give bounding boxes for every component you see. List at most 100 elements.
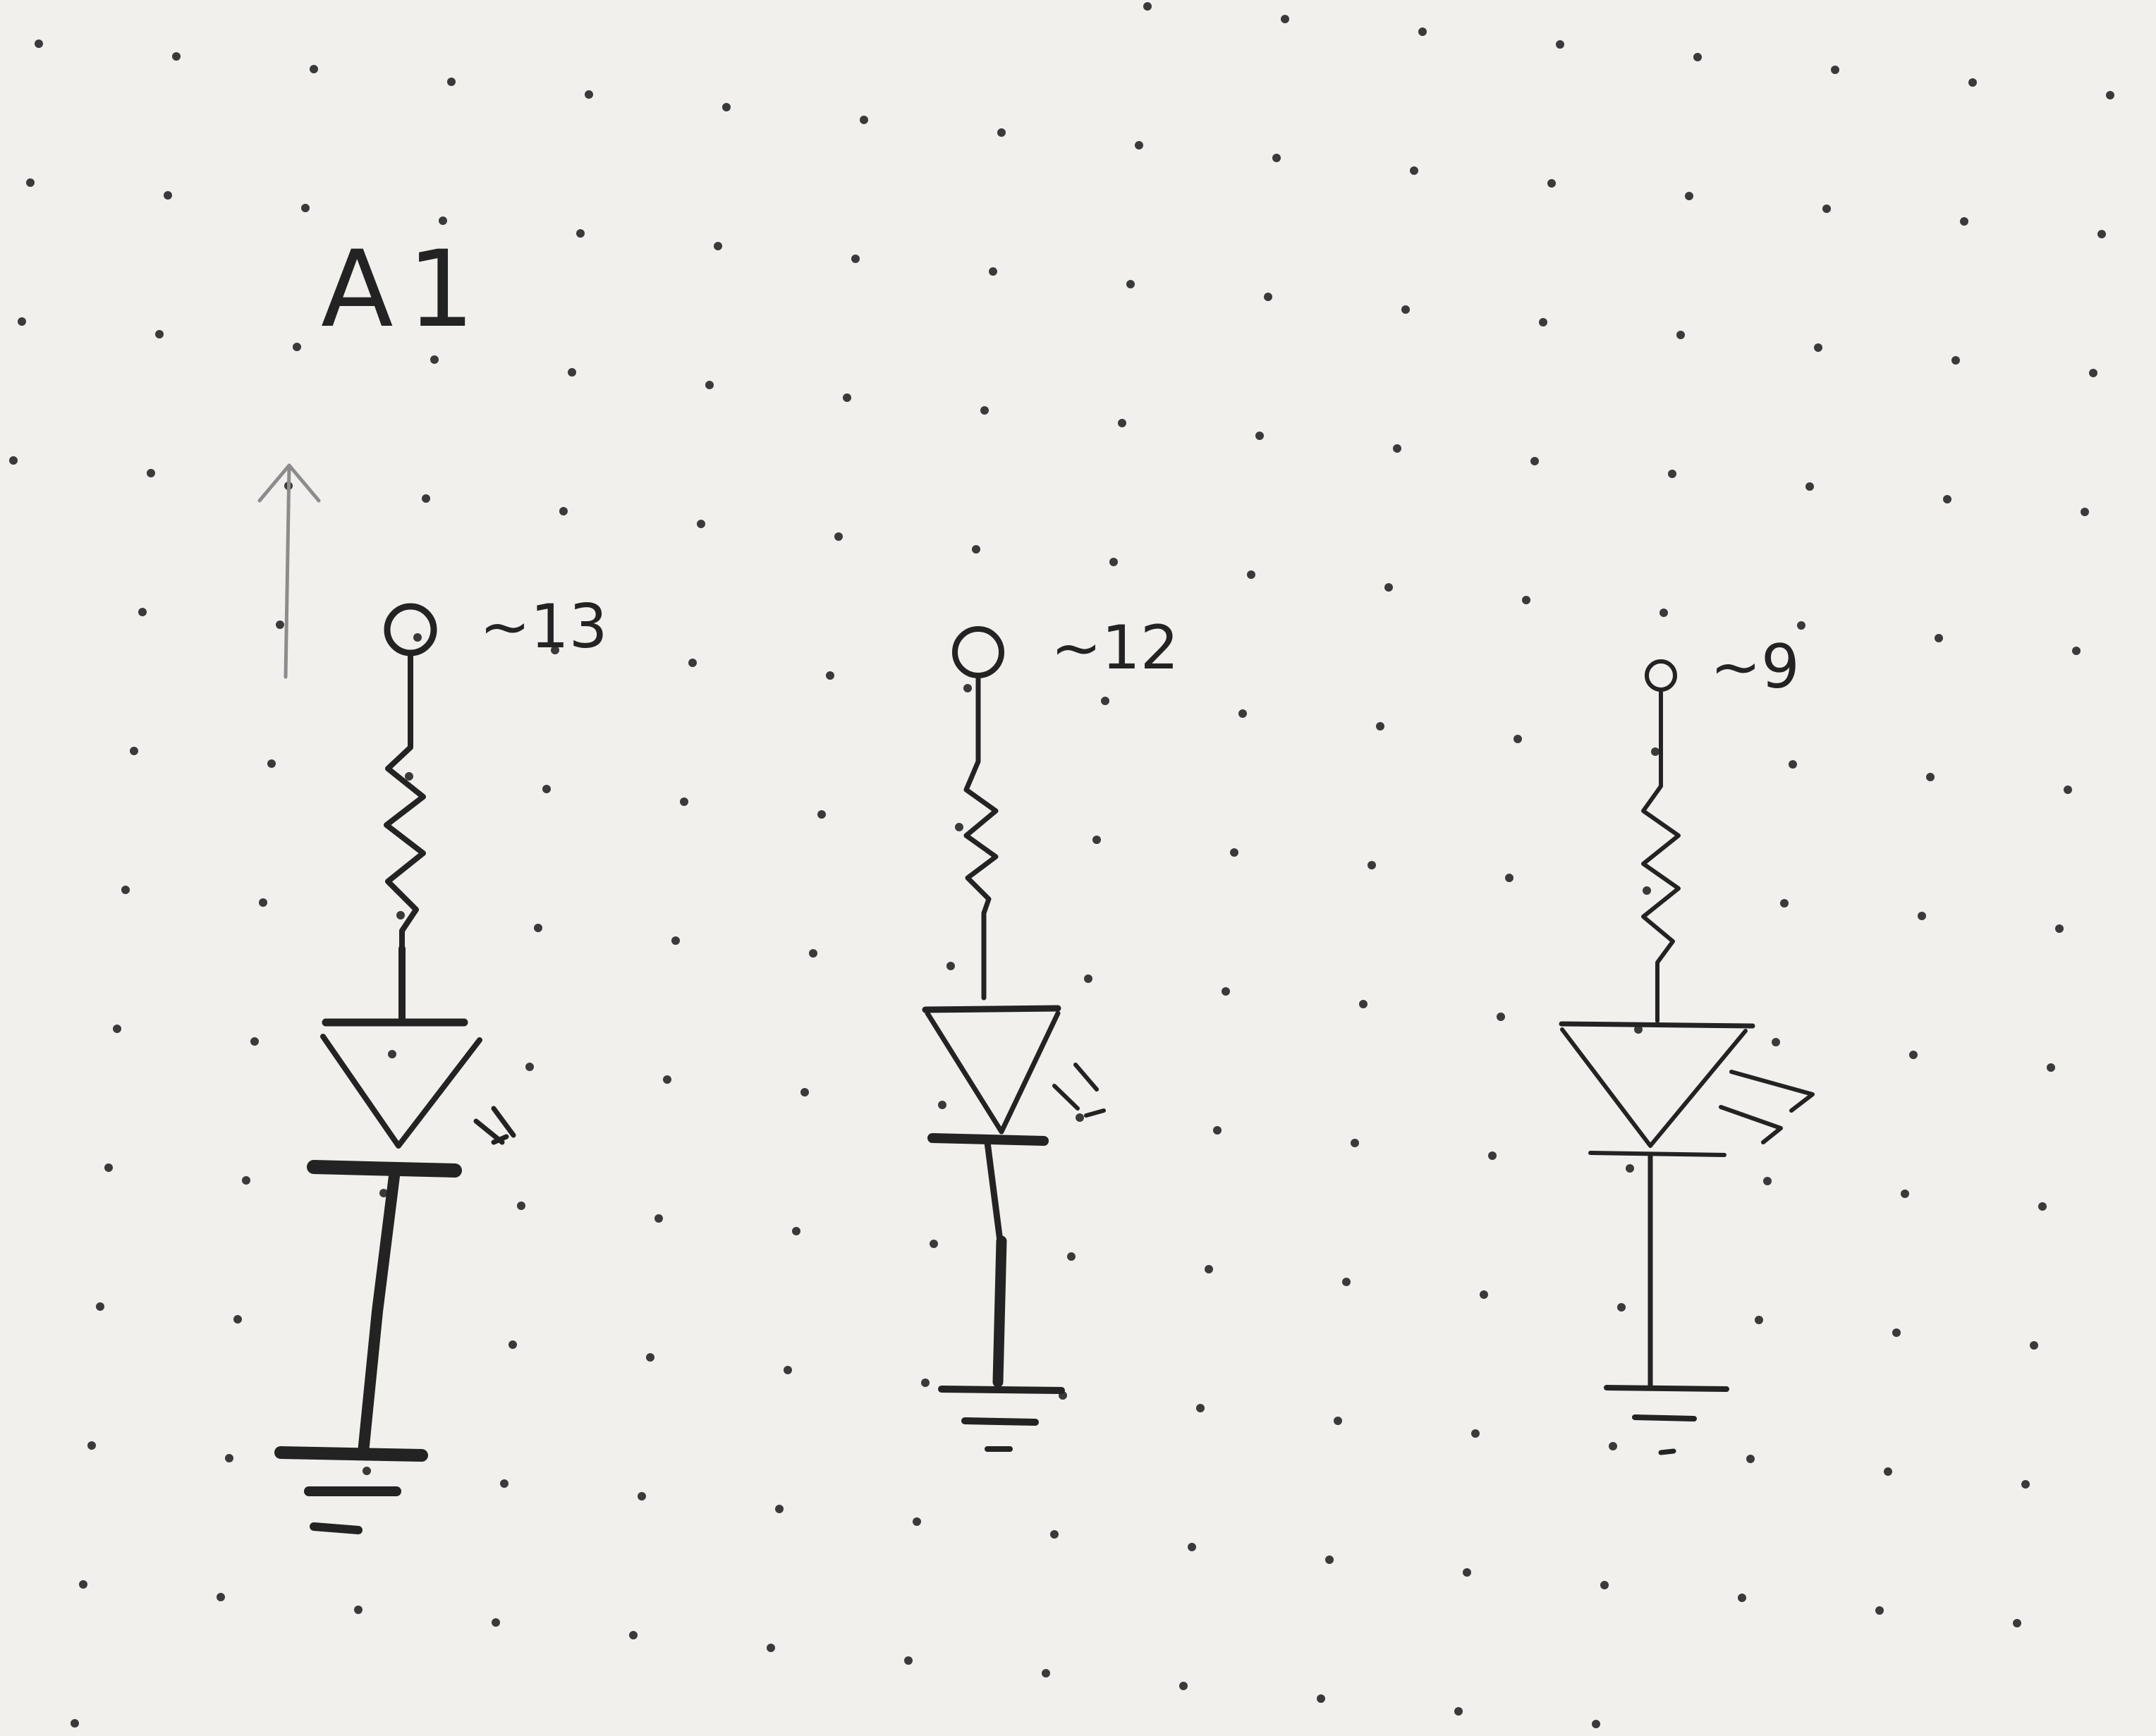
grid-dot: [1926, 773, 1935, 781]
grid-dot: [722, 103, 731, 111]
grid-dot: [138, 608, 147, 616]
grid-dot: [155, 330, 164, 338]
grid-dot: [1951, 356, 1960, 365]
grid-dot: [9, 456, 18, 465]
grid-dot: [826, 671, 834, 680]
grid-dot: [1772, 1038, 1780, 1046]
grid-dot: [1334, 1417, 1342, 1425]
grid-dot: [860, 116, 868, 124]
grid-dot: [500, 1479, 508, 1488]
grid-dot: [130, 747, 138, 755]
grid-dot: [1935, 634, 1943, 642]
grid-dot: [1272, 154, 1281, 162]
ground-symbol: [274, 1165, 428, 1534]
grid-dot: [1230, 848, 1238, 857]
grid-dot: [767, 1644, 775, 1652]
grid-dot: [1109, 558, 1118, 566]
grid-dot: [1042, 1669, 1050, 1677]
grid-dot: [26, 178, 35, 187]
grid-dot: [87, 1441, 96, 1450]
pin-label: ~9: [1710, 632, 1800, 702]
grid-dot: [1693, 53, 1702, 61]
grid-dot: [1805, 482, 1814, 491]
grid-dot: [1359, 1000, 1368, 1008]
grid-dot: [809, 949, 817, 958]
grid-dot: [1960, 217, 1968, 226]
grid-dot: [1617, 1303, 1626, 1312]
resistor: [1641, 689, 1681, 1023]
grid-dot: [930, 1240, 938, 1248]
grid-dot: [2038, 1202, 2047, 1211]
grid-dot: [1505, 874, 1514, 882]
grid-dot: [663, 1075, 671, 1084]
grid-dot: [2072, 647, 2081, 655]
grid-dot: [147, 469, 155, 477]
grid-dot: [250, 1037, 259, 1046]
grid-dot: [1968, 78, 1977, 87]
grid-dot: [1384, 583, 1393, 592]
grid-dot: [989, 267, 997, 276]
grid-dot: [2106, 91, 2114, 99]
grid-dot: [1676, 331, 1685, 339]
grid-dot: [2013, 1619, 2021, 1627]
grid-dot: [1342, 1278, 1351, 1286]
grid-dot: [1634, 1025, 1643, 1034]
grid-dot: [104, 1163, 113, 1172]
grid-dot: [293, 343, 301, 351]
grid-dot: [1101, 697, 1109, 705]
led-diode: [307, 945, 516, 1178]
grid-dot: [1135, 141, 1143, 149]
grid-dot: [1746, 1455, 1755, 1463]
grid-dot: [1264, 293, 1272, 301]
grid-dot: [1351, 1139, 1359, 1147]
grid-dot: [1685, 192, 1693, 200]
grid-dot: [1281, 15, 1289, 23]
grid-dot: [1943, 495, 1951, 503]
grid-dot: [1668, 470, 1676, 478]
grid-dot: [2064, 786, 2072, 794]
grid-dot: [834, 532, 843, 541]
up-arrow-icon: [257, 463, 321, 679]
grid-dot: [2030, 1341, 2038, 1350]
grid-dot: [1592, 1720, 1600, 1728]
grid-dot: [1222, 987, 1230, 996]
grid-dot: [843, 393, 851, 402]
grid-dot: [1497, 1013, 1505, 1021]
grid-dot: [413, 633, 422, 642]
grid-dot: [1471, 1429, 1480, 1438]
grid-dot: [817, 810, 826, 819]
grid-dot: [1651, 747, 1659, 756]
grid-dot: [1822, 204, 1831, 213]
grid-dot: [714, 242, 722, 250]
led-circuit-pin-12: ~12: [922, 613, 1179, 1452]
grid-dot: [1738, 1594, 1746, 1602]
grid-dot: [1401, 305, 1410, 314]
grid-dot: [1376, 722, 1384, 731]
grid-dot: [1909, 1051, 1918, 1059]
ground-symbol: [1604, 1154, 1729, 1455]
page-title: A1: [321, 228, 489, 351]
grid-dot: [1488, 1151, 1497, 1160]
grid-dot: [379, 1189, 388, 1197]
grid-dot: [525, 1063, 534, 1071]
grid-dot: [1143, 2, 1152, 11]
grid-dot: [492, 1618, 500, 1627]
grid-dot: [276, 621, 284, 629]
grid-dot: [405, 772, 413, 781]
grid-dot: [542, 785, 551, 793]
pin-label: ~12: [1051, 613, 1179, 683]
grid-dot: [1643, 886, 1651, 895]
grid-dot: [576, 229, 585, 238]
led-diode: [1559, 1021, 1815, 1157]
grid-dot: [18, 317, 26, 326]
grid-dot: [96, 1302, 104, 1311]
grid-dot: [972, 545, 980, 554]
grid-dot: [800, 1088, 809, 1096]
grid-dot: [225, 1454, 233, 1462]
grid-dot: [242, 1176, 250, 1185]
grid-dot: [585, 90, 593, 99]
grid-dot: [792, 1227, 800, 1235]
grid-dot: [121, 886, 130, 894]
grid-dot: [79, 1580, 87, 1589]
grid-dot: [534, 924, 542, 932]
